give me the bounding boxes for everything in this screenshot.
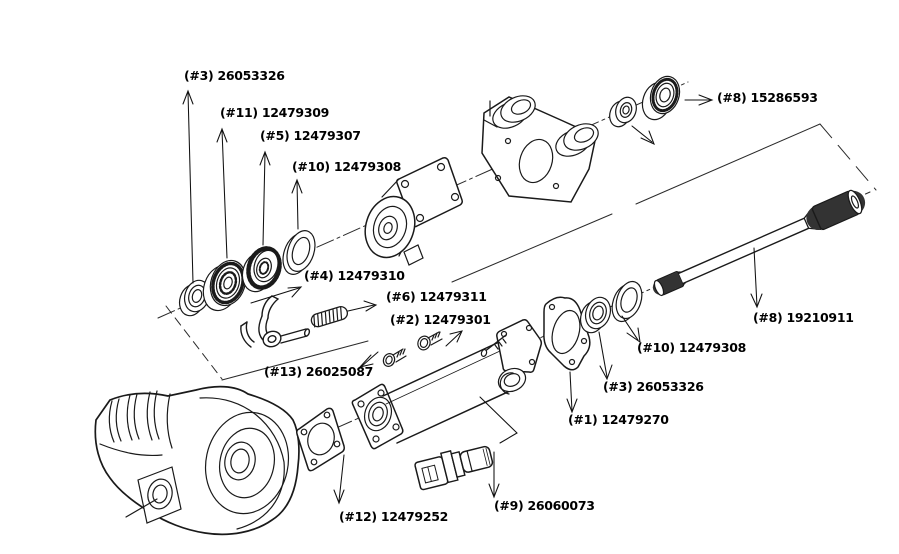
vacuum-switch-drawing <box>414 442 495 490</box>
axle-shaft-drawing <box>651 189 865 301</box>
spring-drawing <box>310 305 349 328</box>
part-label-6: (#6) 12479311 <box>386 289 487 304</box>
carrier-bracket-drawing <box>482 91 602 202</box>
part-label-3b: (#3) 26053326 <box>603 379 704 394</box>
part-label-10b: (#10) 12479308 <box>637 340 747 355</box>
seal-drawing <box>606 95 639 130</box>
seal-ring-drawing <box>176 277 214 319</box>
part-label-8b: (#8) 19210911 <box>753 310 854 325</box>
bolt-drawing <box>416 332 442 352</box>
part-label-9: (#9) 26060073 <box>494 498 595 513</box>
part-label-10a: (#10) 12479308 <box>292 159 402 174</box>
synchronizer-hub-drawing <box>198 256 252 315</box>
gear-drawing <box>238 244 285 295</box>
part-label-11: (#11) 12479309 <box>220 105 330 120</box>
part-label-1: (#1) 12479270 <box>568 412 669 427</box>
seal-drawing <box>638 73 684 124</box>
gasket-drawing <box>544 297 590 370</box>
part-label-8a: (#8) 15286593 <box>717 90 818 105</box>
part-label-5: (#5) 12479307 <box>260 128 361 143</box>
part-label-4: (#4) 12479310 <box>304 268 405 283</box>
part-label-13: (#13) 26025087 <box>264 364 374 379</box>
bearing-drawing <box>577 294 615 336</box>
part-label-2: (#2) 12479301 <box>390 312 491 327</box>
leader-arrows <box>183 91 762 503</box>
thrust-washer-drawing <box>278 227 320 278</box>
axle-housing-drawing <box>95 387 299 535</box>
flange-gasket-drawing <box>297 408 345 470</box>
part-label-3: (#3) 26053326 <box>184 68 285 83</box>
output-housing-drawing <box>358 158 463 265</box>
shaft-tube-housing-drawing <box>352 320 541 449</box>
bolt-drawing <box>382 349 406 368</box>
thrust-washer-drawing <box>608 278 647 325</box>
part-label-12: (#12) 12479252 <box>339 509 449 524</box>
shift-fork-drawing <box>241 296 310 349</box>
